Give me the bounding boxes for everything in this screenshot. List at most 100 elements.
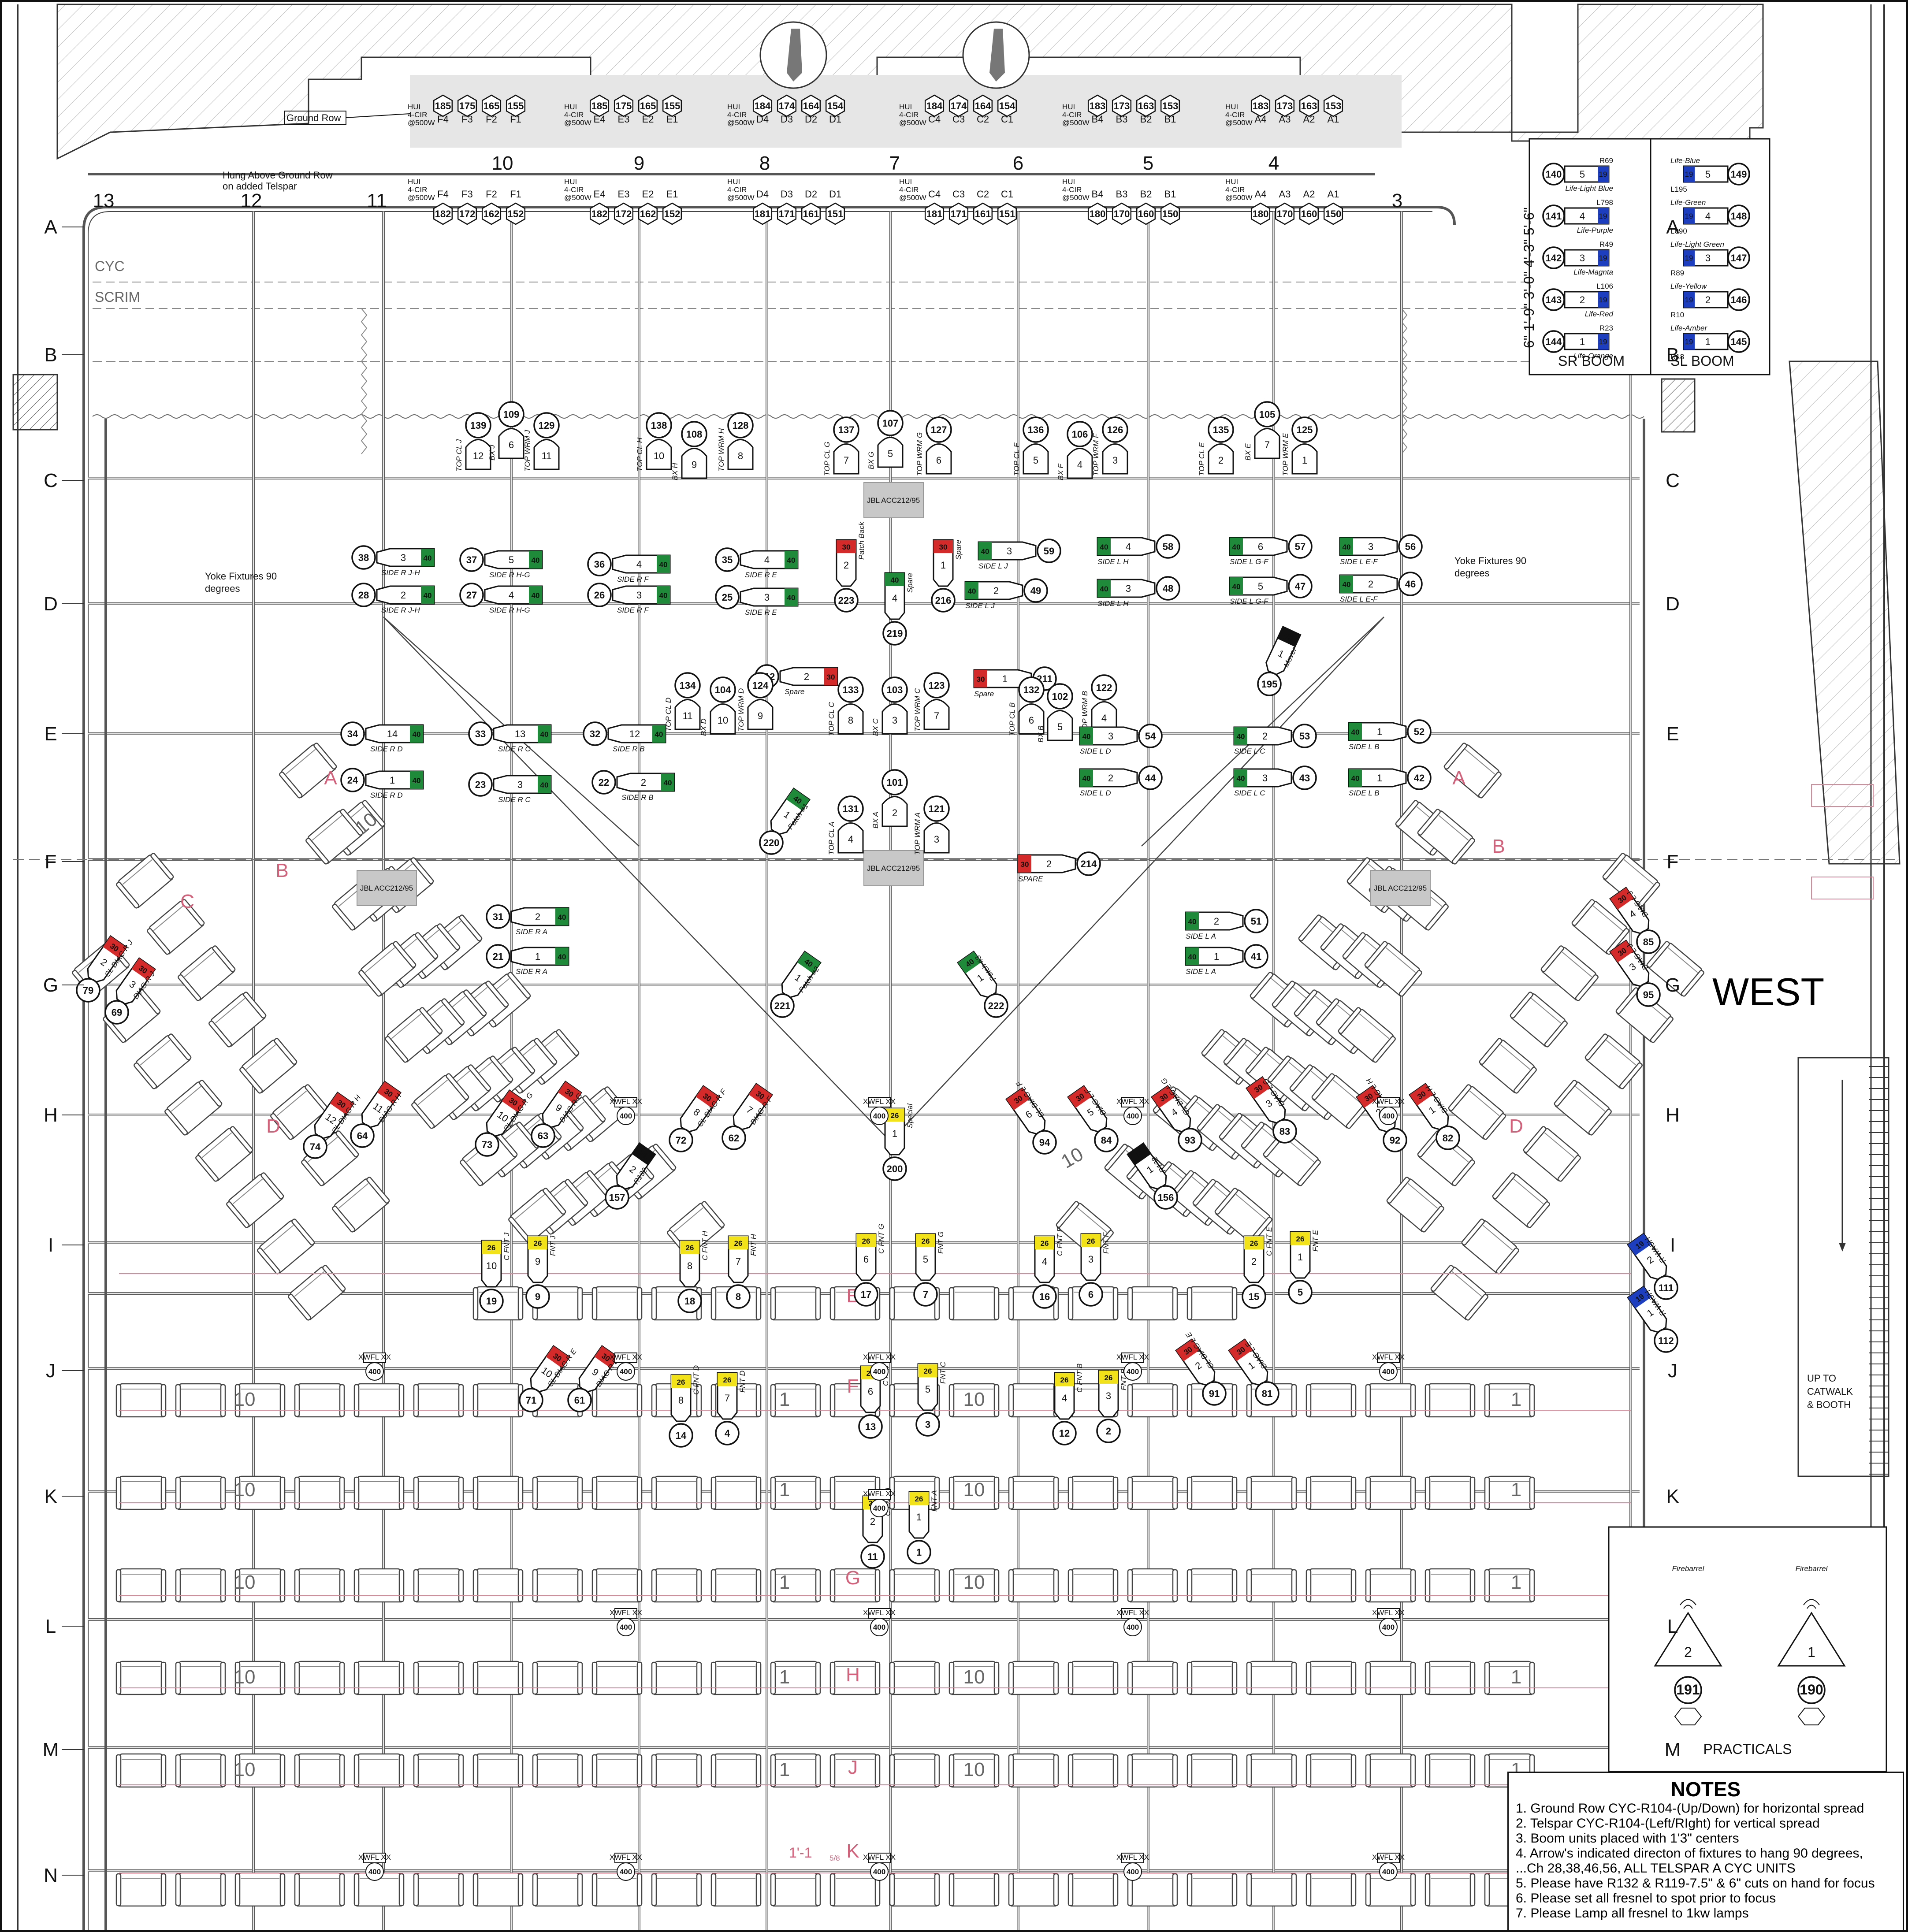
seat-arm [1365, 1661, 1371, 1695]
seat-arm [1469, 1476, 1476, 1510]
seat [651, 1475, 702, 1510]
seat [353, 1383, 405, 1418]
fixture-body [1208, 443, 1234, 475]
seat-arm [115, 1661, 122, 1695]
seat-arm [1410, 1873, 1416, 1906]
fixture-desc: FNT H [749, 1234, 758, 1256]
hung-above-label-2: on added Telspar [223, 181, 297, 192]
seat-arm [815, 1569, 821, 1602]
seat-arm [1478, 771, 1502, 799]
fixture-lens-code: 40 [1232, 583, 1241, 591]
fixture-unit: 11 [542, 450, 552, 461]
seat-arm [1469, 1384, 1476, 1417]
seat-back [673, 1207, 704, 1233]
fixture-desc: SIDE R D [370, 745, 403, 753]
seat-arm [1424, 1754, 1431, 1787]
seat-arm [1350, 1569, 1357, 1602]
pipe-number: 8 [759, 152, 770, 174]
seat-number: 1 [1511, 1666, 1521, 1688]
fixture-desc: BX E [1244, 443, 1252, 461]
seat [226, 1172, 284, 1228]
pipe-number: 7 [889, 152, 900, 174]
seat [332, 1177, 390, 1233]
booth-label: & BOOTH [1807, 1399, 1851, 1410]
seat [175, 1753, 226, 1788]
seat-arm [230, 1126, 253, 1153]
seat [829, 1872, 881, 1907]
fixture-lens-code: 40 [1351, 728, 1360, 736]
boom-unit: 2 [1580, 294, 1585, 305]
seat-back [140, 1040, 171, 1066]
fixture-channel: 85 [1643, 936, 1654, 947]
seat [134, 1033, 192, 1089]
fixture-unit: 4 [1126, 541, 1131, 552]
seat [1365, 1475, 1416, 1510]
seat [710, 1661, 762, 1695]
boom-gel: L195 [1670, 185, 1687, 193]
cyc-circuit: A3 [1279, 189, 1291, 200]
fixture-lens-code: 40 [655, 730, 663, 739]
cyc-hex [433, 94, 453, 117]
yoke-right-label: Yoke Fixtures 90 [1454, 555, 1526, 566]
seat-arm [340, 809, 364, 836]
seat [532, 1568, 583, 1603]
seat-arm [770, 1569, 776, 1602]
seat-arm [874, 1569, 881, 1602]
seat-arm [413, 1476, 419, 1510]
cyc-type-watt: @500W [899, 193, 926, 202]
cyc-hex [1250, 94, 1271, 117]
seat-body [1462, 1220, 1517, 1274]
seat-arm [437, 923, 461, 951]
seat-arm [517, 1754, 524, 1787]
seat-arm [1067, 1754, 1074, 1787]
row-letter-left: J [46, 1360, 56, 1382]
seat-arm [532, 1661, 538, 1695]
seat-arm [993, 1476, 1000, 1510]
seat-arm [358, 970, 382, 997]
fixture-channel: 19 [486, 1296, 497, 1307]
seat [358, 941, 417, 997]
seat-back [1451, 1271, 1482, 1297]
seat-arm [1127, 1287, 1133, 1320]
fixture-desc: TOP CL H [636, 437, 644, 472]
seat [1424, 1568, 1476, 1603]
fixture-unit: 5 [1057, 721, 1063, 732]
seat [770, 1872, 821, 1907]
fixture-channel: 34 [347, 728, 358, 739]
seat [234, 1753, 286, 1788]
fixture-unit: 2 [1218, 455, 1224, 466]
seat-arm [651, 1873, 657, 1906]
fixture-unit: 3 [401, 552, 406, 563]
seat [270, 1084, 328, 1140]
seat-arm [160, 1476, 167, 1510]
fixture-channel: 105 [1259, 409, 1276, 420]
fixture-desc: SIDE L E-F [1340, 595, 1378, 603]
fixture-unit: 1 [892, 1128, 897, 1139]
fixture-lens-code: 30 [939, 543, 948, 551]
cyc-hex [801, 94, 821, 117]
fixture-desc: SIDE R B [621, 793, 654, 802]
fixture-desc: SIDE R H-G [489, 571, 530, 579]
fixture-desc: C FNT E [1265, 1226, 1273, 1256]
fixture-unit: 3 [1126, 583, 1131, 594]
cyc-channel: 155 [508, 100, 524, 111]
fixture-lens-code: 40 [1082, 732, 1091, 741]
seat-arm [948, 1569, 955, 1602]
seat [1448, 1084, 1506, 1140]
seat [1540, 945, 1599, 1001]
fixture-channel: 84 [1101, 1135, 1112, 1146]
row-letter-right: F [1667, 851, 1679, 873]
fixture-lens-code: 40 [540, 730, 549, 739]
fixture-channel: 38 [358, 552, 369, 563]
seat-arm [366, 1177, 390, 1204]
fixture-channel: 37 [466, 554, 477, 565]
seat-arm [815, 1384, 821, 1417]
seat-arm [582, 1095, 606, 1122]
seat-arm [294, 1384, 300, 1417]
fixture-lens-code: 40 [659, 591, 668, 600]
seat-arm [1201, 1029, 1225, 1056]
